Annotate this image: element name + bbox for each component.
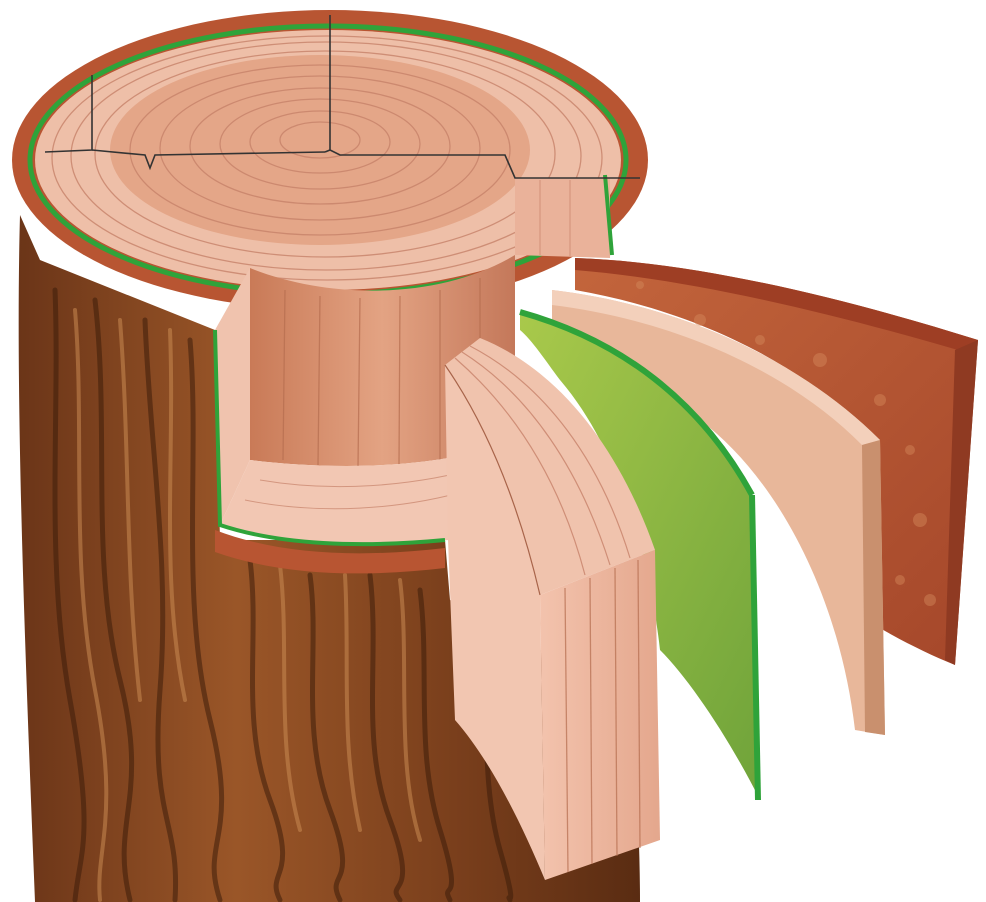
heartwood-face: [110, 55, 530, 245]
